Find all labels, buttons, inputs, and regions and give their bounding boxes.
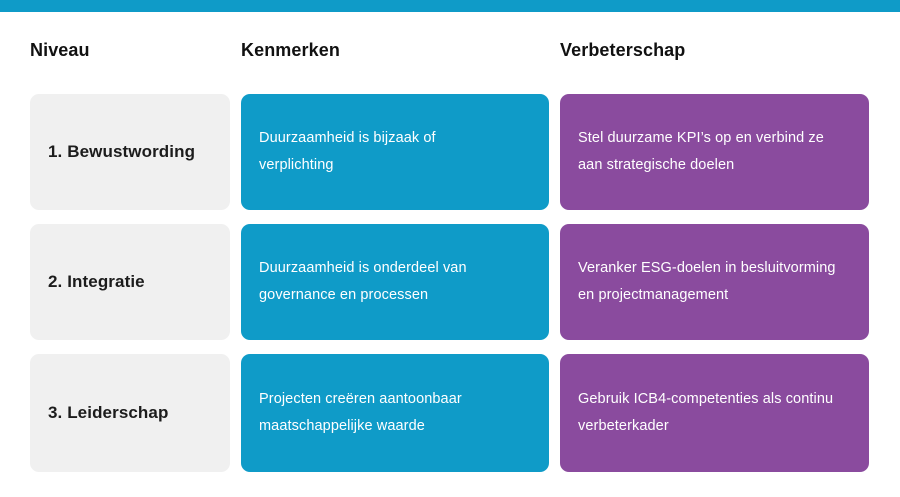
niveau-card-2: 2. Integratie (30, 224, 230, 340)
verbeterschap-card-2: Veranker ESG-doelen in besluitvorming en… (560, 224, 869, 340)
verbeterschap-text-3: Gebruik ICB4-competenties als continu ve… (578, 391, 834, 434)
kenmerk-card-1: Duurzaamheid is bijzaak of verplichting (241, 94, 549, 210)
niveau-card-3: 3. Leiderschap (30, 354, 230, 472)
niveau-label-2: 2. Integratie (48, 272, 145, 291)
column-header-niveau: Niveau (30, 40, 90, 60)
kenmerk-text-3: Projecten creëren aantoonbaar maatschapp… (259, 391, 462, 434)
verbeterschap-card-3: Gebruik ICB4-competenties als continu ve… (560, 354, 869, 472)
verbeterschap-text-1: Stel duurzame KPI’s op en verbind ze aan… (578, 130, 824, 173)
column-header-kenmerken: Kenmerken (241, 40, 340, 60)
niveau-card-1: 1. Bewustwording (30, 94, 230, 210)
kenmerk-card-2: Duurzaamheid is onderdeel van governance… (241, 224, 549, 340)
kenmerk-text-1: Duurzaamheid is bijzaak of verplichting (259, 130, 436, 173)
kenmerk-text-2: Duurzaamheid is onderdeel van governance… (259, 260, 467, 303)
kenmerk-card-3: Projecten creëren aantoonbaar maatschapp… (241, 354, 549, 472)
niveau-label-3: 3. Leiderschap (48, 403, 169, 422)
maturity-table: Niveau Kenmerken Verbeterschap 1. Bewust… (0, 12, 900, 472)
top-accent-bar (0, 0, 900, 12)
column-header-verbeterschap: Verbeterschap (560, 40, 686, 60)
verbeterschap-text-2: Veranker ESG-doelen in besluitvorming en… (578, 260, 836, 303)
verbeterschap-card-1: Stel duurzame KPI’s op en verbind ze aan… (560, 94, 869, 210)
niveau-label-1: 1. Bewustwording (48, 142, 196, 161)
